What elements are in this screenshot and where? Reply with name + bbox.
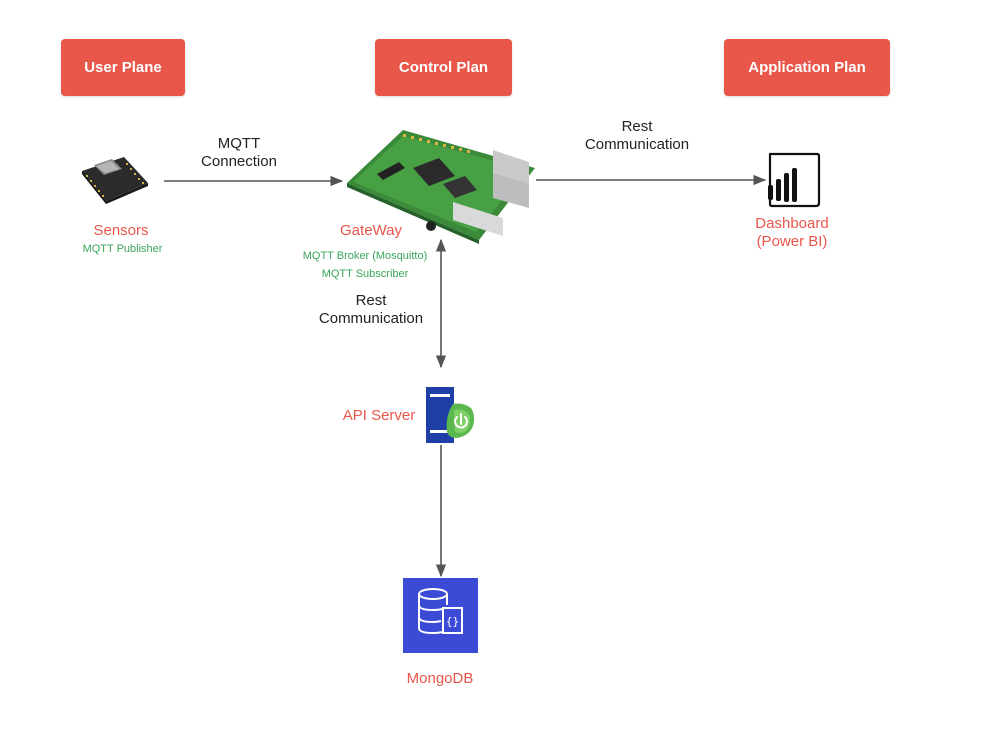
control-plane-header: Control Plan bbox=[375, 39, 512, 96]
rest-api-label-line2: Communication bbox=[318, 310, 424, 327]
microcontroller-board-icon bbox=[82, 157, 148, 204]
rest-app-label-line2: Communication bbox=[584, 136, 690, 153]
database-icon: {} bbox=[403, 578, 478, 653]
sensors-sublabel: MQTT Publisher bbox=[82, 243, 163, 255]
application-plane-header: Application Plan bbox=[724, 39, 890, 96]
rest-app-label-line1: Rest bbox=[621, 118, 653, 135]
power-bi-icon bbox=[768, 152, 821, 208]
svg-text:{}: {} bbox=[446, 615, 459, 628]
mqtt-label-line1: MQTT bbox=[217, 135, 261, 152]
raspberry-pi-icon bbox=[347, 130, 535, 244]
rest-api-label-line1: Rest bbox=[355, 292, 387, 309]
gateway-sublabel-broker: MQTT Broker (Mosquitto) bbox=[302, 250, 428, 262]
mqtt-label-line2: Connection bbox=[201, 153, 277, 170]
user-plane-header: User Plane bbox=[61, 39, 185, 96]
api-server-icon bbox=[426, 387, 475, 443]
dashboard-label-line1: Dashboard bbox=[755, 215, 829, 232]
dashboard-label-line2: (Power BI) bbox=[756, 233, 828, 250]
gateway-sublabel-subscriber: MQTT Subscriber bbox=[321, 268, 409, 280]
api-server-label: API Server bbox=[342, 407, 416, 424]
sensors-label: Sensors bbox=[93, 222, 149, 239]
gateway-label: GateWay bbox=[340, 222, 402, 239]
mongodb-label: MongoDB bbox=[406, 670, 474, 687]
